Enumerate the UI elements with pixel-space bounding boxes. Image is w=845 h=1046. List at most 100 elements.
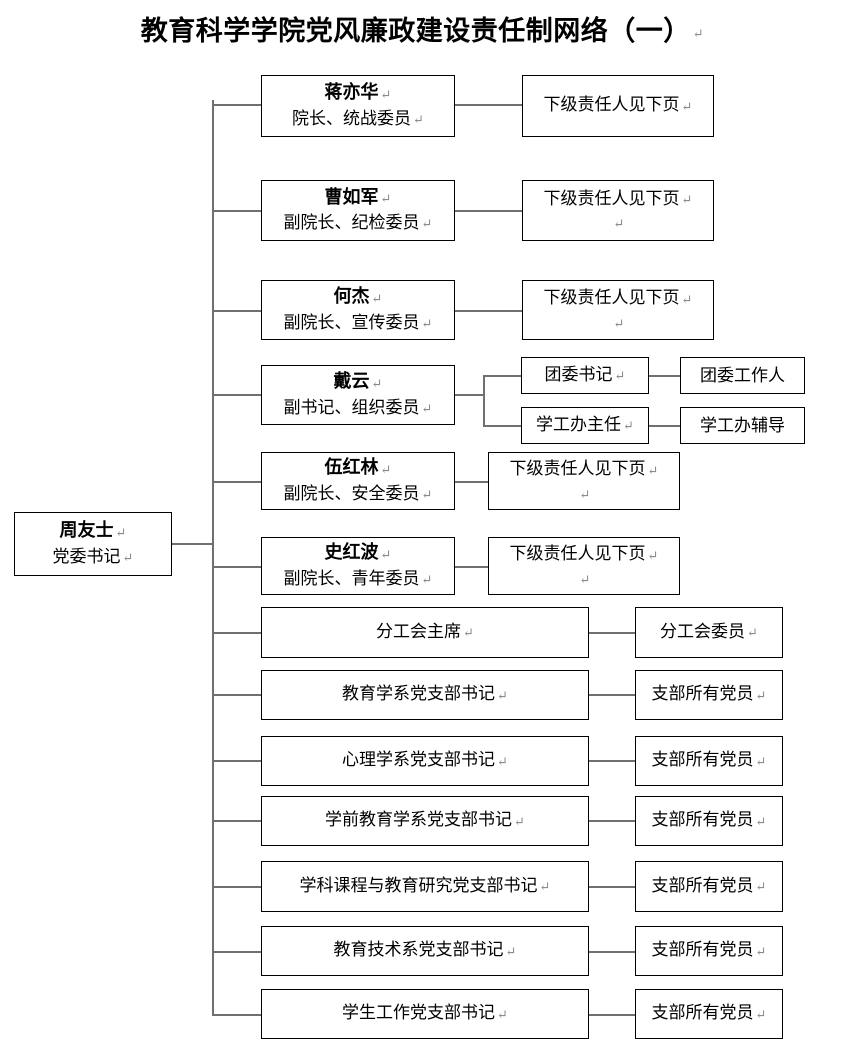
daiyun-leaf-label-1: 团委工作人 bbox=[700, 365, 785, 385]
daiyun-branch-1-to-leaf-line bbox=[648, 375, 681, 377]
unit-box-6[interactable]: 教育技术系党支部书记↵ bbox=[261, 926, 589, 976]
unit-child-box-2[interactable]: 支部所有党员↵ bbox=[635, 670, 783, 720]
root-node-title: 党委书记↵ bbox=[52, 546, 134, 566]
unit-box-2[interactable]: 教育学系党支部书记↵ bbox=[261, 670, 589, 720]
trunk-branch-line-13 bbox=[212, 1014, 262, 1016]
trunk-branch-line-5 bbox=[212, 481, 262, 483]
root-node-box[interactable]: 周友士↵ 党委书记↵ bbox=[14, 512, 172, 576]
unit-label-3: 心理学系党支部书记↵ bbox=[342, 750, 508, 770]
unit-child-box-1[interactable]: 分工会委员↵ bbox=[635, 607, 783, 658]
daiyun-branch-1-line bbox=[483, 375, 523, 377]
trunk-branch-line-3 bbox=[212, 310, 262, 312]
unit-3-to-child-line bbox=[588, 760, 636, 762]
unit-1-to-child-line bbox=[588, 632, 636, 634]
trunk-branch-line-9 bbox=[212, 760, 262, 762]
trunk-branch-line-7 bbox=[212, 632, 262, 634]
officer-2-to-child-line bbox=[453, 210, 523, 212]
unit-child-label-7: 支部所有党员↵ bbox=[651, 1003, 767, 1023]
trunk-branch-line-10 bbox=[212, 820, 262, 822]
unit-child-box-4[interactable]: 支部所有党员↵ bbox=[635, 796, 783, 846]
unit-child-box-5[interactable]: 支部所有党员↵ bbox=[635, 861, 783, 912]
officer-child-blank-6: ↵ bbox=[579, 571, 591, 587]
unit-child-label-4: 支部所有党员↵ bbox=[651, 810, 767, 830]
officer-box-6[interactable]: 史红波↵ 副院长、青年委员↵ bbox=[261, 537, 455, 595]
officer-name-3: 何杰↵ bbox=[333, 286, 383, 307]
officer-child-box-2[interactable]: 下级责任人见下页↵ ↵ bbox=[522, 180, 714, 241]
officer-child-label-5: 下级责任人见下页↵ bbox=[509, 459, 659, 479]
daiyun-stub-line bbox=[453, 394, 484, 396]
unit-child-box-7[interactable]: 支部所有党员↵ bbox=[635, 989, 783, 1039]
unit-child-label-5: 支部所有党员↵ bbox=[651, 875, 767, 895]
officer-child-label-2: 下级责任人见下页↵ bbox=[543, 188, 693, 208]
daiyun-branch-box-1[interactable]: 团委书记↵ bbox=[521, 357, 649, 394]
unit-box-3[interactable]: 心理学系党支部书记↵ bbox=[261, 736, 589, 786]
officer-child-box-6[interactable]: 下级责任人见下页↵ ↵ bbox=[488, 537, 680, 595]
unit-label-4: 学前教育学系党支部书记↵ bbox=[325, 810, 525, 830]
officer-child-label-1: 下级责任人见下页↵ bbox=[543, 95, 693, 115]
daiyun-leaf-box-1[interactable]: 团委工作人 bbox=[680, 357, 805, 394]
trunk-branch-line-4 bbox=[212, 394, 262, 396]
trunk-branch-line-6 bbox=[212, 566, 262, 568]
daiyun-branch-2-line bbox=[483, 425, 523, 427]
officer-child-label-6: 下级责任人见下页↵ bbox=[509, 544, 659, 564]
officer-name-2: 曹如军↵ bbox=[324, 186, 392, 207]
officer-box-1[interactable]: 蒋亦华↵ 院长、统战委员↵ bbox=[261, 75, 455, 137]
daiyun-branch-label-1: 团委书记↵ bbox=[544, 364, 626, 384]
daiyun-leaf-box-2[interactable]: 学工办辅导 bbox=[680, 407, 805, 444]
officer-box-2[interactable]: 曹如军↵ 副院长、纪检委员↵ bbox=[261, 180, 455, 241]
officer-box-3[interactable]: 何杰↵ 副院长、宣传委员↵ bbox=[261, 280, 455, 340]
trunk-vertical-line bbox=[212, 100, 214, 1016]
unit-4-to-child-line bbox=[588, 820, 636, 822]
officer-child-box-3[interactable]: 下级责任人见下页↵ ↵ bbox=[522, 280, 714, 340]
unit-5-to-child-line bbox=[588, 886, 636, 888]
unit-child-box-3[interactable]: 支部所有党员↵ bbox=[635, 736, 783, 786]
daiyun-branch-label-2: 学工办主任↵ bbox=[536, 414, 634, 434]
unit-label-1: 分工会主席↵ bbox=[376, 621, 474, 641]
page-title: 教育科学学院党风廉政建设责任制网络（一）↵ bbox=[0, 14, 845, 51]
trunk-branch-line-1 bbox=[212, 104, 262, 106]
unit-label-7: 学生工作党支部书记↵ bbox=[342, 1003, 508, 1023]
unit-box-5[interactable]: 学科课程与教育研究党支部书记↵ bbox=[261, 861, 589, 912]
officer-child-blank-2: ↵ bbox=[613, 216, 625, 232]
officer-child-box-5[interactable]: 下级责任人见下页↵ ↵ bbox=[488, 452, 680, 510]
unit-child-label-2: 支部所有党员↵ bbox=[651, 684, 767, 704]
unit-child-box-6[interactable]: 支部所有党员↵ bbox=[635, 926, 783, 976]
daiyun-branch-box-2[interactable]: 学工办主任↵ bbox=[521, 407, 649, 444]
officer-5-to-child-line bbox=[453, 481, 489, 483]
daiyun-branch-2-to-leaf-line bbox=[648, 425, 681, 427]
unit-6-to-child-line bbox=[588, 951, 636, 953]
unit-label-6: 教育技术系党支部书记↵ bbox=[333, 940, 517, 960]
unit-label-5: 学科课程与教育研究党支部书记↵ bbox=[299, 875, 551, 895]
officer-name-6: 史红波↵ bbox=[324, 542, 392, 563]
officer-name-1: 蒋亦华↵ bbox=[324, 82, 392, 103]
officer-title-4: 副书记、组织委员↵ bbox=[283, 397, 433, 417]
officer-title-2: 副院长、纪检委员↵ bbox=[283, 213, 433, 233]
officer-child-label-3: 下级责任人见下页↵ bbox=[543, 288, 693, 308]
officer-child-blank-5: ↵ bbox=[579, 486, 591, 502]
root-node-name: 周友士↵ bbox=[59, 520, 127, 541]
unit-box-1[interactable]: 分工会主席↵ bbox=[261, 607, 589, 658]
unit-box-4[interactable]: 学前教育学系党支部书记↵ bbox=[261, 796, 589, 846]
page-title-pilcrow-mark: ↵ bbox=[692, 25, 705, 41]
officer-child-box-1[interactable]: 下级责任人见下页↵ bbox=[522, 75, 714, 137]
trunk-branch-line-8 bbox=[212, 694, 262, 696]
officer-title-3: 副院长、宣传委员↵ bbox=[283, 312, 433, 332]
trunk-branch-line-11 bbox=[212, 886, 262, 888]
officer-title-1: 院长、统战委员↵ bbox=[292, 108, 424, 128]
officer-box-4[interactable]: 戴云↵ 副书记、组织委员↵ bbox=[261, 365, 455, 425]
trunk-branch-line-2 bbox=[212, 210, 262, 212]
unit-child-label-1: 分工会委员↵ bbox=[660, 621, 758, 641]
officer-1-to-child-line bbox=[453, 104, 523, 106]
unit-box-7[interactable]: 学生工作党支部书记↵ bbox=[261, 989, 589, 1039]
officer-title-5: 副院长、安全委员↵ bbox=[283, 483, 433, 503]
officer-box-5[interactable]: 伍红林↵ 副院长、安全委员↵ bbox=[261, 452, 455, 510]
page-title-text: 教育科学学院党风廉政建设责任制网络（一） bbox=[140, 16, 691, 46]
unit-label-2: 教育学系党支部书记↵ bbox=[342, 684, 508, 704]
officer-6-to-child-line bbox=[453, 566, 489, 568]
officer-name-4: 戴云↵ bbox=[333, 371, 383, 392]
officer-3-to-child-line bbox=[453, 310, 523, 312]
officer-name-5: 伍红林↵ bbox=[324, 457, 392, 478]
daiyun-split-vertical-line bbox=[483, 375, 485, 427]
unit-2-to-child-line bbox=[588, 694, 636, 696]
